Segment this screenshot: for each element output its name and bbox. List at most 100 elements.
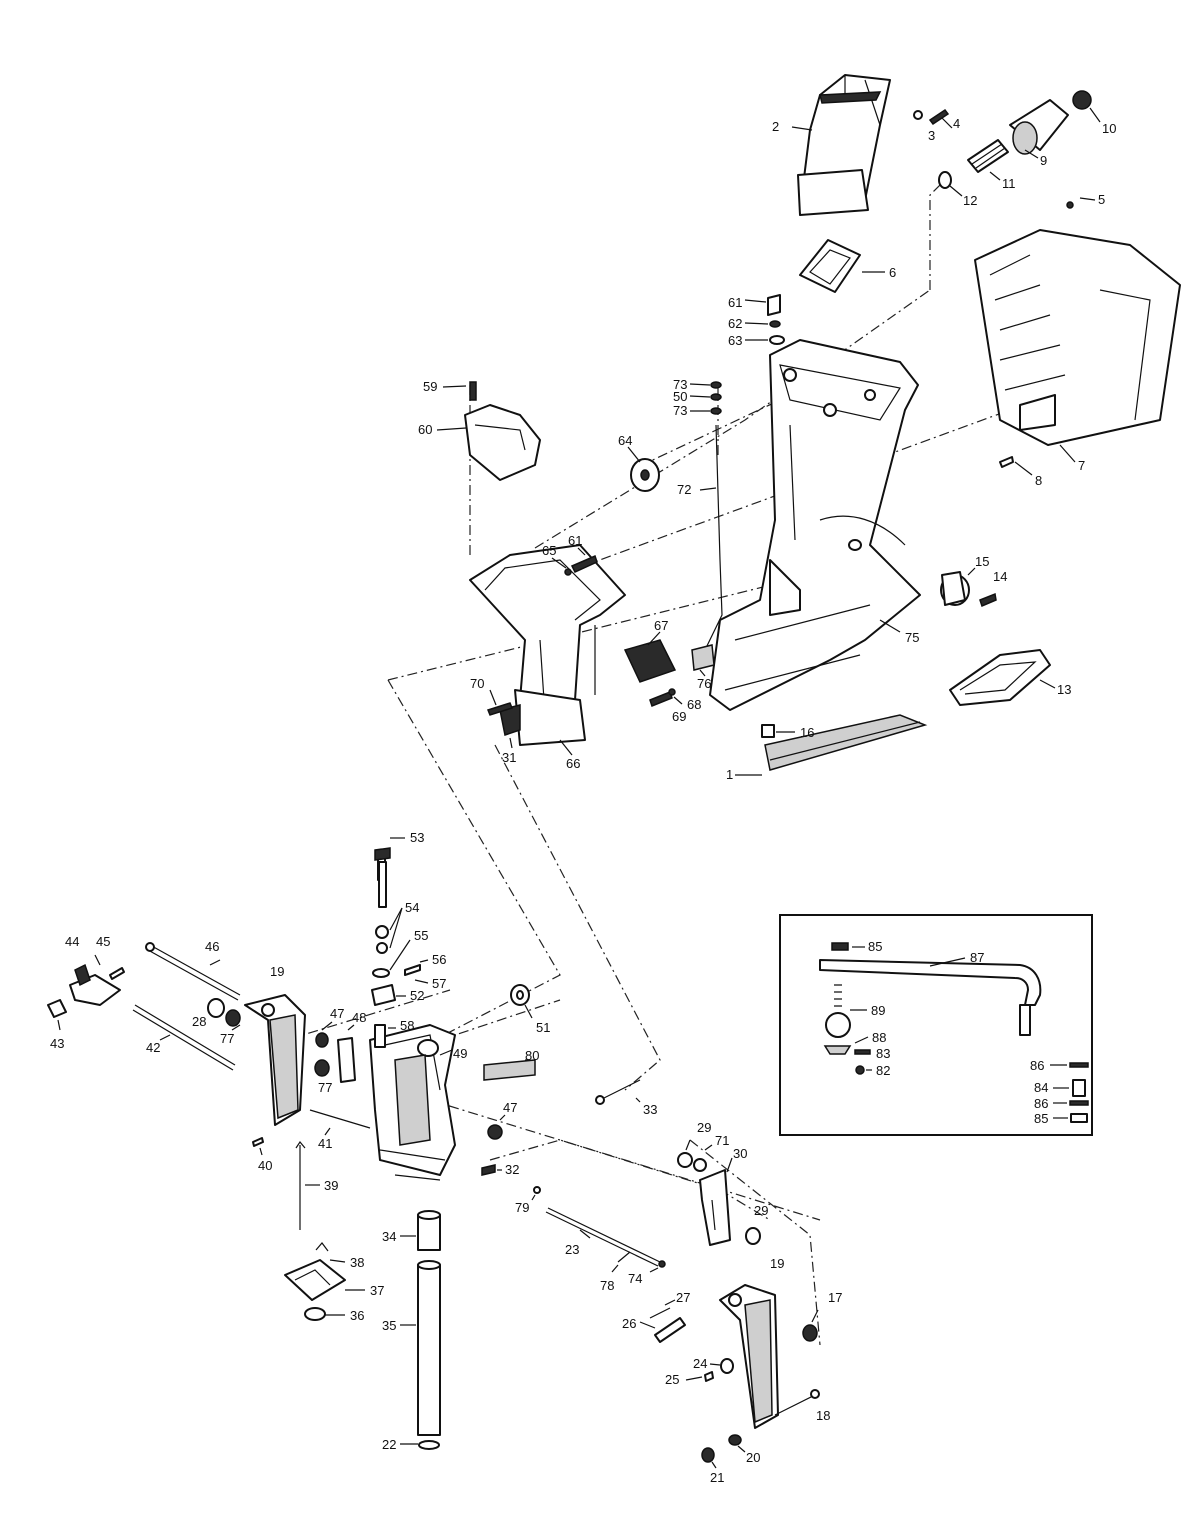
callout-63: 63 <box>728 333 742 348</box>
callout-32: 32 <box>505 1162 519 1177</box>
pin-40 <box>252 1137 264 1147</box>
callout-34: 34 <box>382 1229 396 1244</box>
callout-40: 40 <box>258 1158 272 1173</box>
callout-84: 84 <box>1034 1080 1048 1095</box>
driveshaft-housing <box>709 339 921 711</box>
callout-53: 53 <box>410 830 424 845</box>
callout-2: 2 <box>772 119 779 134</box>
callout-86-bottom: 86 <box>1034 1096 1048 1111</box>
callout-15: 15 <box>975 554 989 569</box>
callout-85-top: 85 <box>868 939 882 954</box>
bolt-33 <box>595 1079 641 1105</box>
nut-17 <box>802 1324 818 1342</box>
callout-74: 74 <box>628 1271 642 1286</box>
callout-66: 66 <box>566 756 580 771</box>
callout-35: 35 <box>382 1318 396 1333</box>
callout-14: 14 <box>993 569 1007 584</box>
callout-86-top: 86 <box>1030 1058 1044 1073</box>
tilt-lever-30 <box>677 1152 761 1246</box>
cover-60 <box>464 404 541 481</box>
callout-50: 50 <box>673 389 687 404</box>
callout-61-mid: 61 <box>568 533 582 548</box>
callout-58: 58 <box>400 1018 414 1033</box>
callout-73-top: 73 <box>673 377 687 392</box>
callout-59: 59 <box>423 379 437 394</box>
callout-85-bottom: 85 <box>1034 1111 1048 1126</box>
side-cowl-panel <box>974 229 1181 446</box>
nut-47-lower <box>487 1124 503 1140</box>
callout-37: 37 <box>370 1283 384 1298</box>
callout-29-top: 29 <box>697 1120 711 1135</box>
callout-43: 43 <box>50 1036 64 1051</box>
clamp-bracket-left <box>244 994 306 1126</box>
callout-82: 82 <box>876 1063 890 1078</box>
clamp-bracket-right <box>719 1284 779 1429</box>
callout-71: 71 <box>715 1133 729 1148</box>
handle-44 <box>69 963 121 1006</box>
callout-60: 60 <box>418 422 432 437</box>
link-48 <box>337 1037 356 1083</box>
shift-rod-72 <box>691 424 723 671</box>
tilt-tube-42 <box>132 1004 236 1071</box>
callout-77-left: 77 <box>220 1031 234 1046</box>
bolt-18 <box>774 1389 820 1416</box>
rubber-mount-15 <box>940 571 970 606</box>
callout-48: 48 <box>352 1010 366 1025</box>
callout-4: 4 <box>953 116 960 131</box>
bracket-31 <box>499 704 521 736</box>
decal-80 <box>483 1059 536 1081</box>
rubber-mount-assembly <box>938 90 1092 189</box>
callout-54: 54 <box>405 900 419 915</box>
callout-29-bottom: 29 <box>754 1203 768 1218</box>
callout-52: 52 <box>410 988 424 1003</box>
exhaust-tube <box>797 74 891 216</box>
callout-33: 33 <box>643 1102 657 1117</box>
callout-19-right: 19 <box>770 1256 784 1271</box>
callout-39: 39 <box>324 1178 338 1193</box>
callout-47-lower: 47 <box>503 1100 517 1115</box>
callout-36: 36 <box>350 1308 364 1323</box>
assembly-centerlines <box>269 179 1011 1346</box>
nut-20-21 <box>701 1434 742 1463</box>
bushing-34 <box>417 1210 441 1251</box>
adapter-plate <box>469 544 626 746</box>
callout-13: 13 <box>1057 682 1071 697</box>
callout-24: 24 <box>693 1356 707 1371</box>
callout-27: 27 <box>676 1290 690 1305</box>
callout-3: 3 <box>928 128 935 143</box>
spring-78 <box>617 1251 631 1263</box>
callout-16: 16 <box>800 725 814 740</box>
callout-26: 26 <box>622 1316 636 1331</box>
callout-89: 89 <box>871 1003 885 1018</box>
callout-8: 8 <box>1035 473 1042 488</box>
callout-45: 45 <box>96 934 110 949</box>
callout-46: 46 <box>205 939 219 954</box>
callout-9: 9 <box>1040 153 1047 168</box>
callout-77-right: 77 <box>318 1080 332 1095</box>
callout-68: 68 <box>687 697 701 712</box>
parts-54-58 <box>371 925 421 1048</box>
callout-73-bottom: 73 <box>673 403 687 418</box>
callout-51: 51 <box>536 1020 550 1035</box>
callout-11: 11 <box>1002 176 1016 191</box>
callout-67: 67 <box>654 618 668 633</box>
nut-47 <box>315 1032 329 1048</box>
callout-55: 55 <box>414 928 428 943</box>
callout-41: 41 <box>318 1136 332 1151</box>
tilt-lock-rod-23 <box>545 1207 666 1268</box>
grommet-64 <box>630 458 660 492</box>
callout-47-upper: 47 <box>330 1006 344 1021</box>
callout-31: 31 <box>502 750 516 765</box>
callout-72: 72 <box>677 482 691 497</box>
washer-79 <box>533 1186 541 1194</box>
callout-56: 56 <box>432 952 446 967</box>
small-fasteners <box>469 201 1074 738</box>
pin-45 <box>109 967 125 980</box>
callout-57: 57 <box>432 976 446 991</box>
seal-13 <box>949 649 1051 706</box>
callout-75: 75 <box>905 630 919 645</box>
callout-23: 23 <box>565 1242 579 1257</box>
callout-labels: 2 3 4 5 6 7 8 9 10 11 12 13 14 15 16 1 7… <box>50 107 1116 1485</box>
callout-79: 79 <box>515 1200 529 1215</box>
